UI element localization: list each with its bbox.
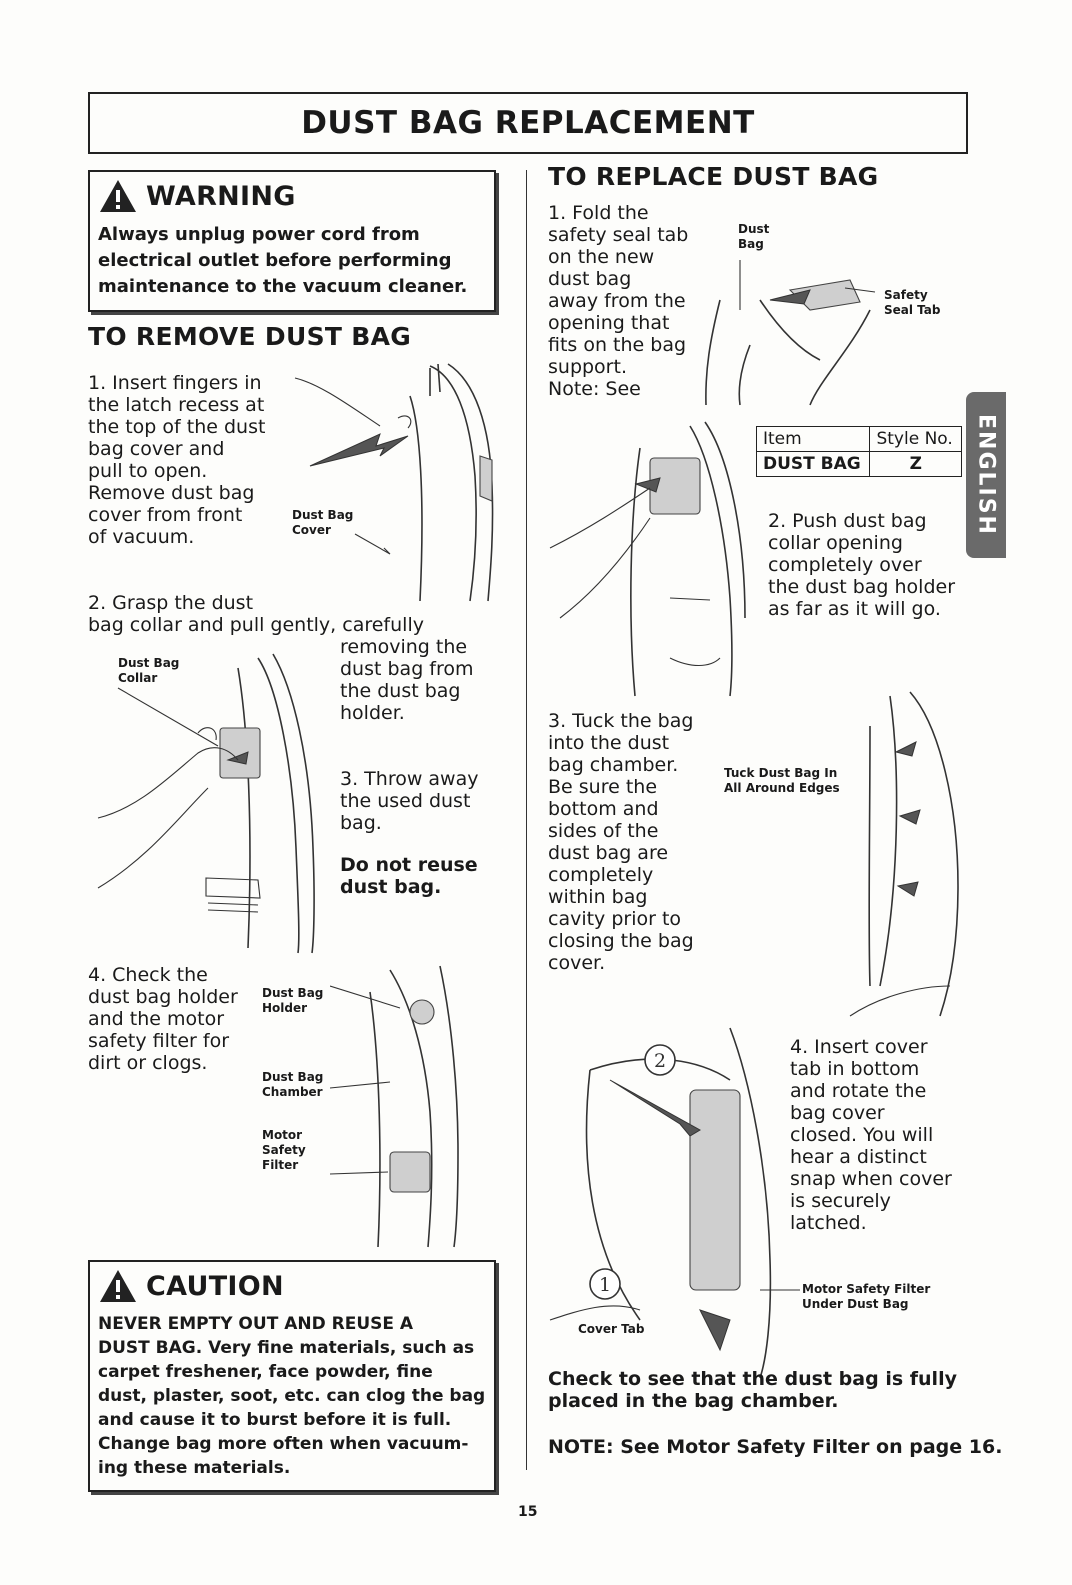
callout-circle-1 — [589, 1268, 621, 1300]
label-safety-seal-tab: Safety Seal Tab — [884, 288, 941, 317]
label-dust-bag-holder: Dust Bag Holder — [262, 986, 324, 1015]
column-divider — [526, 170, 527, 1470]
warning-triangle-icon — [100, 180, 136, 212]
table-cell-style: Z — [869, 451, 962, 477]
language-tab-label: ENGLISH — [973, 414, 999, 536]
language-tab: ENGLISH — [966, 392, 1006, 558]
caution-heading: CAUTION — [146, 1270, 284, 1302]
replace-step-4: 4. Insert cover tab in bottom and rotate… — [790, 1036, 952, 1234]
label-dust-bag-cover: Dust Bag Cover — [292, 508, 354, 537]
replace-note-text: NOTE: See Motor Safety Filter on page 16… — [548, 1436, 1003, 1458]
caution-triangle-icon — [100, 1270, 136, 1302]
caution-text: NEVER EMPTY OUT AND REUSE A DUST BAG. Ve… — [98, 1314, 486, 1478]
label-dust-bag-chamber: Dust Bag Chamber — [262, 1070, 324, 1099]
callout-number-1: 1 — [599, 1274, 611, 1296]
label-motor-safety-filter: Motor Safety Filter — [262, 1128, 306, 1172]
remove-heading: TO REMOVE DUST BAG — [88, 322, 412, 351]
remove-step-3-note: Do not reuse dust bag. — [340, 854, 478, 898]
warning-heading: WARNING — [146, 180, 296, 212]
replace-step-1: 1. Fold the safety seal tab on the new d… — [548, 202, 689, 400]
page-title: DUST BAG REPLACEMENT — [301, 105, 755, 141]
replace-step-2: 2. Push dust bag collar opening complete… — [768, 510, 956, 620]
replace-check-text: Check to see that the dust bag is fully … — [548, 1368, 957, 1412]
label-cover-tab: Cover Tab — [578, 1322, 645, 1336]
table-header-style: Style No. — [869, 426, 962, 452]
table-header-row: Item Style No. — [755, 426, 962, 452]
callout-circle-2 — [644, 1044, 676, 1076]
page-title-box: DUST BAG REPLACEMENT — [88, 92, 968, 154]
remove-collar-illustration — [97, 653, 315, 954]
page-number: 15 — [518, 1504, 538, 1520]
table-row: DUST BAG Z — [755, 451, 962, 477]
label-tuck-dust-bag: Tuck Dust Bag In All Around Edges — [724, 766, 840, 795]
warning-header: WARNING — [98, 178, 486, 214]
insert-cover-illustration: 2 1 — [549, 1027, 800, 1379]
label-motor-filter-under-bag: Motor Safety Filter Under Dust Bag — [802, 1282, 931, 1311]
remove-cover-illustration — [294, 363, 494, 602]
callout-number-2: 2 — [654, 1050, 666, 1072]
remove-step-4: 4. Check the dust bag holder and the mot… — [88, 964, 238, 1074]
tuck-bag-illustration — [849, 691, 959, 1017]
caution-header: CAUTION — [98, 1268, 486, 1304]
label-dust-bag: Dust Bag — [738, 222, 770, 251]
push-collar-illustration — [549, 421, 746, 697]
caution-box: CAUTION NEVER EMPTY OUT AND REUSE A DUST… — [88, 1260, 496, 1492]
warning-box: WARNING Always unplug power cord from el… — [88, 170, 496, 312]
remove-step-3: 3. Throw away the used dust bag. — [340, 768, 479, 834]
remove-holder-illustration — [330, 965, 459, 1248]
seal-tab-illustration — [705, 260, 876, 406]
remove-step-2b: bag collar and pull gently, carefully — [88, 614, 424, 636]
table-cell-item: DUST BAG — [755, 451, 871, 477]
remove-step-1: 1. Insert fingers in the latch recess at… — [88, 372, 266, 548]
remove-step-2c: removing the dust bag from the dust bag … — [340, 636, 474, 724]
remove-step-2a: 2. Grasp the dust — [88, 592, 254, 614]
style-number-table: Item Style No. DUST BAG Z — [755, 426, 962, 477]
replace-heading: TO REPLACE DUST BAG — [548, 162, 879, 191]
warning-text: Always unplug power cord from electrical… — [98, 224, 468, 297]
label-dust-bag-collar: Dust Bag Collar — [118, 656, 180, 685]
table-header-item: Item — [755, 426, 871, 452]
replace-step-3: 3. Tuck the bag into the dust bag chambe… — [548, 710, 694, 974]
